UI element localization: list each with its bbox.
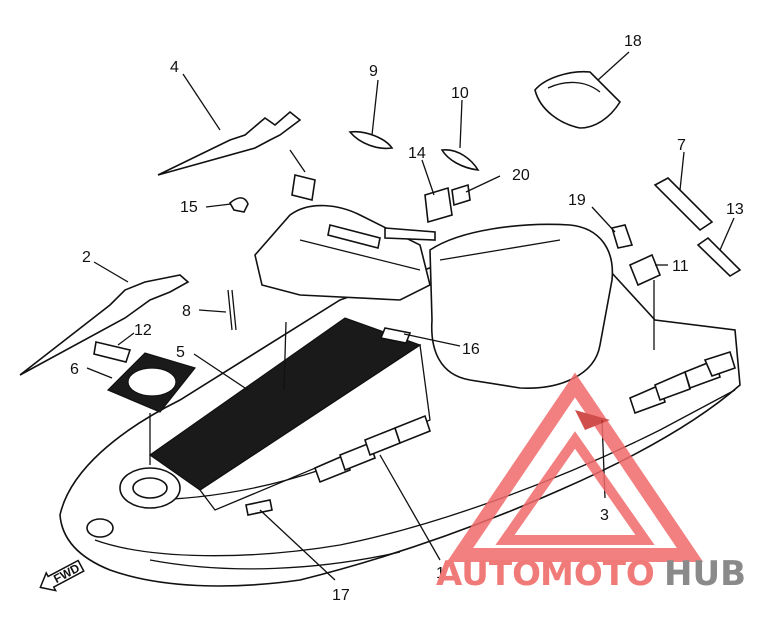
watermark: AUTO MOTO HUB (436, 372, 746, 594)
decal-12 (93, 341, 132, 363)
callout-15: 15 (180, 199, 198, 216)
decal-4 (157, 110, 302, 176)
callout-1: 1 (436, 565, 445, 582)
decal-17 (245, 499, 273, 516)
deck-mat (148, 317, 431, 511)
watermark-hub: HUB (664, 554, 746, 594)
decal-13 (696, 236, 742, 278)
callout-6: 6 (70, 361, 79, 378)
decal-7 (653, 177, 714, 232)
decal-2 (19, 274, 190, 376)
callout-2: 2 (82, 249, 91, 266)
callout-3: 3 (600, 507, 609, 524)
part-15 (228, 197, 249, 213)
decal-parts (19, 70, 742, 516)
callout-8: 8 (182, 303, 191, 320)
callout-12: 12 (134, 322, 152, 339)
callout-14: 14 (408, 145, 426, 162)
callout-19: 19 (568, 192, 586, 209)
decal-8 (227, 289, 237, 331)
callout-labels: 1 2 3 4 5 6 7 8 9 10 11 12 13 14 15 16 1… (70, 33, 744, 604)
callout-20: 20 (512, 167, 530, 184)
fwd-arrow: FWD (39, 559, 85, 592)
watermark-moto: MOTO (540, 554, 655, 594)
arrow-icon (39, 559, 85, 592)
watermark-auto: AUTO (436, 554, 541, 594)
part-18 (534, 70, 622, 129)
steering-pole (254, 149, 436, 301)
callout-7: 7 (677, 137, 686, 154)
decal-11 (628, 253, 662, 287)
bow-hatch (86, 467, 181, 538)
callout-17: 17 (332, 587, 350, 604)
decal-19 (610, 224, 634, 249)
side-vents (313, 350, 736, 484)
decal-20 (451, 183, 471, 207)
decal-9 (348, 130, 394, 150)
seat (429, 223, 614, 389)
decal-16 (379, 327, 412, 344)
decal-14 (424, 186, 453, 224)
callout-16: 16 (462, 341, 480, 358)
callout-18: 18 (624, 33, 642, 50)
callout-9: 9 (369, 63, 378, 80)
decal-10 (440, 149, 480, 171)
callout-10: 10 (451, 85, 469, 102)
watermark-triangle-icon (446, 372, 704, 562)
callout-11: 11 (672, 258, 689, 275)
callout-5: 5 (176, 344, 185, 361)
callout-4: 4 (170, 59, 179, 76)
callout-13: 13 (726, 201, 744, 218)
